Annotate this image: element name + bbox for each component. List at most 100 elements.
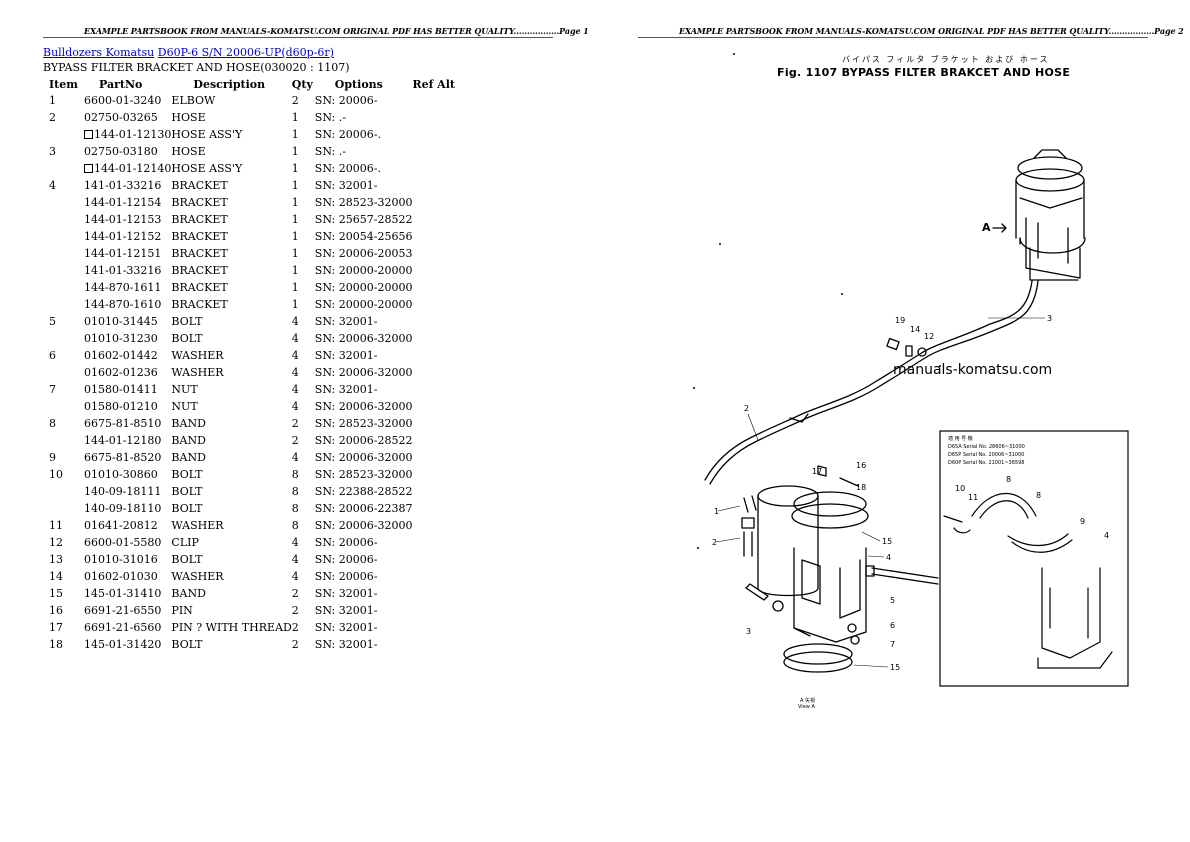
col-header-options: Options	[334, 78, 383, 91]
cell-description: BRACKET	[171, 179, 228, 192]
cell-description: WASHER	[171, 570, 224, 583]
cell-qty: 4	[291, 553, 299, 566]
cell-options: SN: 20006-32000	[314, 332, 413, 345]
cell-partno: 01010-31016	[84, 553, 158, 566]
cell-partno: 01602-01442	[84, 349, 158, 362]
cell-partno: 140-09-18110	[84, 502, 162, 515]
svg-text:11: 11	[968, 493, 978, 502]
cell-partno: 144-01-12130	[84, 126, 171, 143]
cell-refalt	[412, 466, 472, 483]
cell-partno: 01641-20812	[84, 519, 158, 532]
cell-item: 8	[49, 417, 56, 430]
cell-description: BOLT	[171, 485, 203, 498]
col-header-partno: PartNo	[99, 78, 143, 91]
cell-partno: 144-01-12151	[84, 247, 162, 260]
cell-refalt	[412, 483, 472, 500]
cell-options: SN: 28523-32000	[314, 468, 413, 481]
cell-qty: 8	[291, 519, 299, 532]
svg-text:6: 6	[890, 621, 895, 630]
cell-description: BOLT	[171, 638, 203, 651]
cell-partno: 01580-01210	[84, 400, 158, 413]
cell-qty: 1	[291, 281, 299, 294]
cell-refalt	[412, 177, 472, 194]
cell-description: BRACKET	[171, 247, 228, 260]
cell-partno: 6691-21-6550	[84, 604, 162, 617]
cell-description: BAND	[171, 417, 206, 430]
cell-options: SN: 20006-	[314, 536, 378, 549]
cell-refalt	[412, 279, 472, 296]
cell-refalt	[412, 449, 472, 466]
breadcrumb-link-bulldozers[interactable]: Bulldozers Komatsu	[43, 46, 155, 59]
small-fasteners	[745, 465, 860, 645]
cell-description: ELBOW	[171, 94, 216, 107]
cell-refalt	[412, 585, 472, 602]
cell-options: SN: 20006-.	[314, 128, 381, 141]
cell-qty: 4	[291, 536, 299, 549]
cell-refalt	[412, 211, 472, 228]
cell-description: BRACKET	[171, 196, 228, 209]
cell-refalt	[412, 381, 472, 398]
cell-description: WASHER	[171, 366, 224, 379]
cell-item: 18	[49, 638, 63, 651]
cell-item: 5	[49, 315, 56, 328]
dot-noise	[693, 53, 941, 549]
cell-partno: 02750-03180	[84, 145, 158, 158]
cell-description: BAND	[171, 587, 206, 600]
cell-options: SN: 32001-	[314, 638, 378, 651]
cell-partno: 144-01-12140	[84, 160, 171, 177]
svg-text:4: 4	[1104, 531, 1109, 540]
cell-description: BOLT	[171, 553, 203, 566]
cell-item	[43, 228, 84, 245]
cell-partno: 01580-01411	[84, 383, 158, 396]
svg-text:D60P Serial No. 21001~36598: D60P Serial No. 21001~36598	[948, 460, 1024, 466]
cell-item	[43, 279, 84, 296]
cell-qty: 1	[291, 179, 299, 192]
cell-refalt	[412, 194, 472, 211]
svg-text:16: 16	[856, 461, 866, 470]
cell-description: BRACKET	[171, 230, 228, 243]
svg-text:D65P Serial No. 20006~31000: D65P Serial No. 20006~31000	[948, 452, 1024, 458]
cell-qty: 8	[291, 502, 299, 515]
cell-options: SN: 20006-28522	[314, 434, 413, 447]
cell-item	[43, 262, 84, 279]
header-rule	[638, 37, 1148, 38]
cell-options: SN: 20054-25656	[314, 230, 413, 243]
cell-qty: 2	[291, 621, 299, 634]
cell-description: BRACKET	[171, 264, 228, 277]
cell-options: SN: 32001-	[314, 349, 378, 362]
cell-description: HOSE	[171, 111, 206, 124]
cell-item	[43, 194, 84, 211]
cell-description: HOSE	[171, 145, 206, 158]
svg-text:9: 9	[1080, 517, 1085, 526]
page-1: EXAMPLE PARTSBOOK FROM MANUALS-KOMATSU.C…	[43, 26, 589, 653]
cell-partno: 02750-03265	[84, 111, 158, 124]
cell-description: HOSE ASS'Y	[171, 162, 243, 175]
cell-qty: 4	[291, 570, 299, 583]
cell-item	[43, 296, 84, 313]
cell-description: BOLT	[171, 315, 203, 328]
cell-item: 15	[49, 587, 63, 600]
cell-refalt	[412, 347, 472, 364]
svg-text:5: 5	[890, 596, 895, 605]
cell-refalt	[412, 534, 472, 551]
upper-filter-assembly	[1015, 149, 1086, 281]
breadcrumb-link-model[interactable]: D60P-6 S/N 20006-UP(d60p-6r)	[157, 46, 334, 59]
cell-options: SN: 20000-20000	[314, 264, 413, 277]
cell-item	[43, 160, 84, 177]
cell-partno: 144-01-12180	[84, 434, 162, 447]
cell-description: WASHER	[171, 519, 224, 532]
svg-text:17: 17	[812, 467, 822, 476]
cell-description: PIN ? WITH THREAD	[171, 621, 292, 634]
cell-partno: 144-01-12152	[84, 230, 162, 243]
breadcrumb: Bulldozers Komatsu D60P-6 S/N 20006-UP(d…	[43, 46, 334, 59]
cell-partno: 140-09-18111	[84, 485, 162, 498]
cell-partno: 144-01-12153	[84, 213, 162, 226]
